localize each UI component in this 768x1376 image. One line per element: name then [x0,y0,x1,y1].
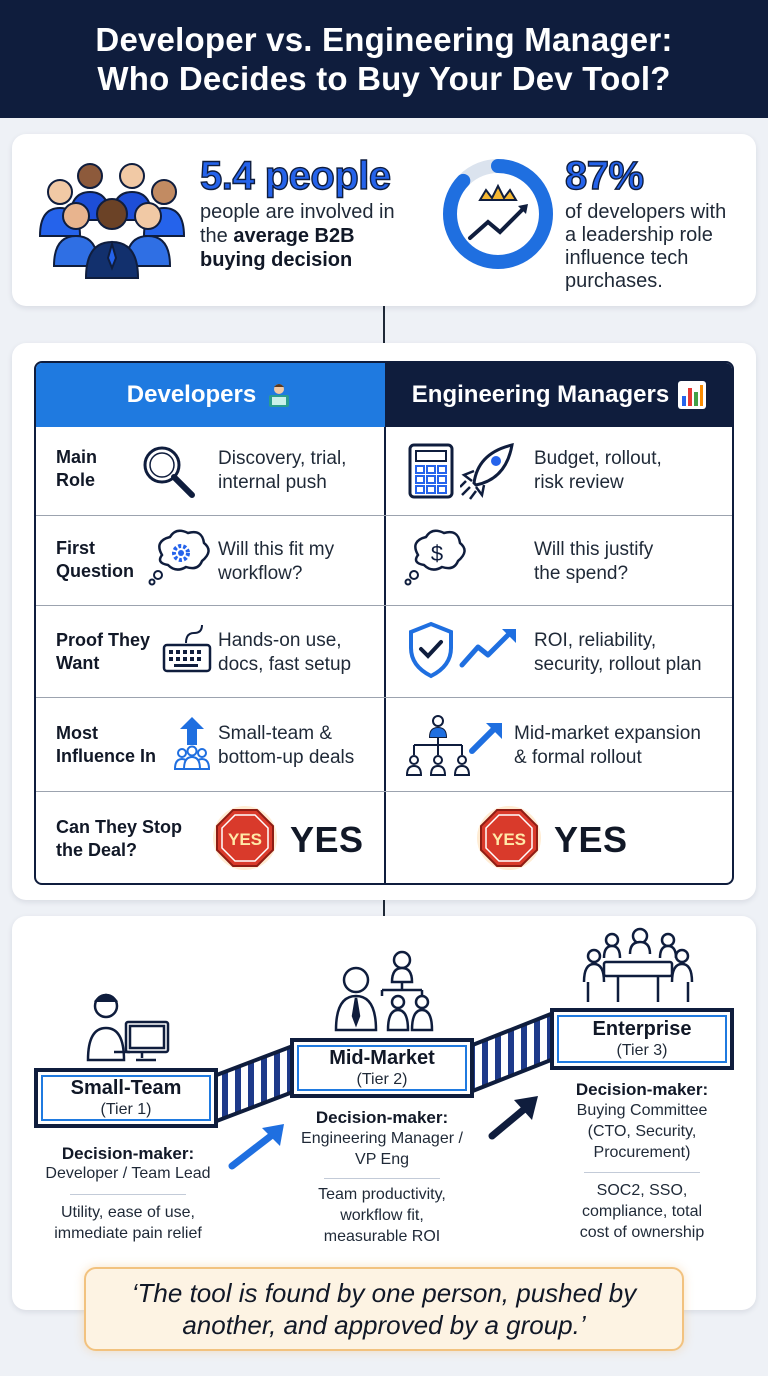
tier-name: Enterprise [592,1018,692,1040]
tier-name: Mid-Market [329,1047,435,1069]
managers-header: Engineering Managers [385,363,732,427]
thought-gear-icon [148,529,210,586]
column-divider [384,427,386,883]
tier-1-dm-body: Developer / Team Lead [45,1165,211,1182]
stat-people-value: 5.4 people [199,153,392,198]
rocket-icon [460,443,514,500]
stop-sign-label: YES [492,830,526,849]
thought-dollar-icon: $ [404,529,466,586]
page-title-line-1: Developer vs. Engineering Manager: [95,21,673,58]
calculator-icon [408,443,454,499]
tier-name: Small-Team [70,1077,182,1099]
tier-3-dm-title: Decision-maker: [575,1080,709,1099]
developer-desk-icon [86,993,170,1062]
summary-quote: ‘The tool is found by one person, pushed… [84,1267,684,1351]
mgr-proof-text: ROI, reliability,security, rollout plan [534,630,702,675]
tier-2-dm-title: Decision-maker: [315,1108,449,1127]
tier-sub: (Tier 1) [100,1101,152,1118]
developers-header: Developers [36,363,385,427]
row-divider [36,791,732,792]
dev-proof-text: Hands-on use,docs, fast setup [218,630,352,675]
bar-chart-icon [677,380,707,410]
mgr-stop-answer: YES [554,819,628,860]
tier-sub: (Tier 2) [356,1071,408,1088]
dev-main-role-text: Discovery, trial,internal push [218,448,347,493]
connector-line [383,306,385,344]
people-group-icon [38,163,186,279]
connector-line [383,900,385,916]
stop-sign-icon: YES [477,806,541,870]
stat-percent-line-3: influence tech [565,247,689,269]
tier-small-team: Small-Team (Tier 1) [34,1068,218,1128]
stat-people-line-1: people are involved in [200,201,395,223]
developers-header-label: Developers [126,381,257,408]
stat-percent-line-4: purchases. [565,270,663,292]
tier-enterprise: Enterprise (Tier 3) [550,1008,734,1070]
stop-sign-label: YES [228,830,262,849]
tier-sub: (Tier 3) [616,1042,668,1059]
magnifier-icon [143,446,195,498]
row-divider [36,605,732,606]
svg-text:$: $ [431,541,443,566]
dev-influence-text: Small-team &bottom-up deals [218,723,355,768]
tier-2-needs: Team productivity,workflow fit,measurabl… [318,1186,446,1245]
keyboard-icon [162,625,212,673]
committee-table-icon [582,927,694,1002]
tier-1-divider [70,1194,186,1195]
tier-2-dm-body: Engineering Manager /VP Eng [301,1130,463,1168]
stat-percent-value: 87% [564,153,644,198]
managers-header-label: Engineering Managers [411,381,670,408]
page-header: Developer vs. Engineering Manager: Who D… [0,0,768,118]
row-divider [36,515,732,516]
laptop-person-icon [264,381,294,409]
row-divider [36,697,732,698]
stat-people-line-3: buying decision [200,249,353,271]
tier-3-dm-body: Buying Committee(CTO, Security,Procureme… [576,1102,708,1161]
stat-percent-line-2: a leadership role [565,224,713,246]
tier-2-divider [324,1178,440,1179]
mgr-main-role-text: Budget, rollout,risk review [534,448,662,493]
trend-up-icon [459,629,516,668]
arrow-diagonal-icon [469,723,502,754]
arrow-up-team-icon [173,717,211,770]
tier-1-needs: Utility, ease of use,immediate pain reli… [54,1204,202,1242]
crown-growth-icon [443,159,553,269]
stat-percent-line-1: of developers with [565,201,727,223]
tier-mid-market: Mid-Market (Tier 2) [290,1038,474,1098]
org-chart-icon [405,715,471,776]
mgr-influence-text: Mid-market expansion& formal rollout [514,723,701,768]
tier-1-dm-title: Decision-maker: [61,1144,195,1163]
shield-check-icon [409,621,453,679]
stats-card: 5.4 people people are involved in the av… [12,134,756,306]
page-title-line-2: Who Decides to Buy Your Dev Tool? [97,60,671,97]
quote-line-2: another, and approved by a group.’ [182,1310,586,1340]
stop-sign-icon: YES [213,806,277,870]
tier-3-divider [584,1172,700,1173]
stat-people-line-2: the average B2B [200,225,355,247]
dev-stop-answer: YES [290,819,364,860]
quote-line-1: ‘The tool is found by one person, pushed… [131,1278,637,1308]
manager-team-icon [334,950,434,1032]
